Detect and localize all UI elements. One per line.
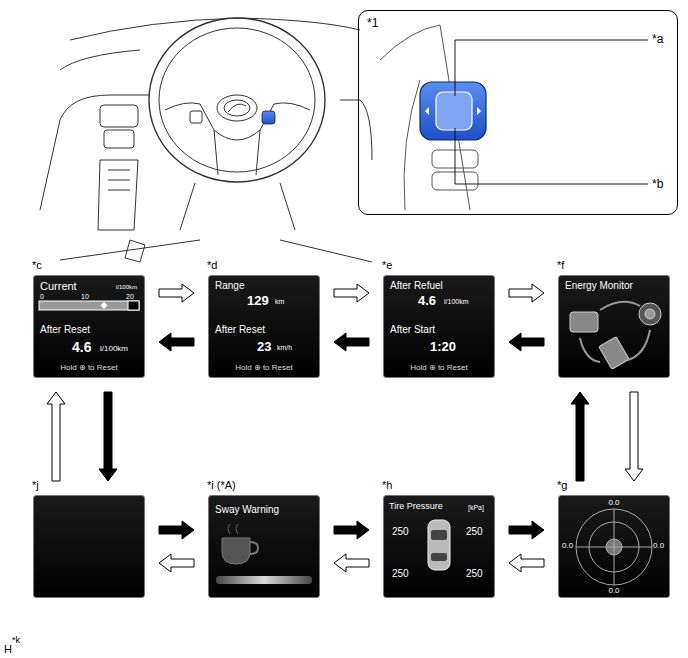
screen-text: km/h [277, 344, 292, 352]
switch-closeup [380, 25, 648, 210]
steering-switch [262, 111, 275, 124]
display-screen: *eAfter Refuel4.6l/100kmAfter Start1:20H… [383, 275, 495, 378]
sway-warning-icon [216, 524, 312, 584]
callout-number: *e [382, 259, 392, 271]
flow-arrow [334, 554, 369, 572]
callout-label: *a [652, 33, 663, 46]
flow-arrow [99, 392, 117, 481]
screen-text: 23 [257, 340, 271, 354]
screen-text: Hold ⊕ to Reset [34, 364, 144, 373]
screen-text: 10 [81, 293, 89, 301]
callout-number: *g [557, 479, 567, 491]
callout-number: *i (*A) [207, 479, 236, 491]
callout-number: *d [207, 259, 217, 271]
g-force-gauge [576, 509, 652, 585]
flow-arrow [509, 554, 544, 572]
callout-number: *j [32, 479, 39, 491]
screen-text: Tire Pressure [389, 502, 443, 512]
screen-text: [kPa] [468, 504, 484, 512]
screen-text: Hold ⊕ to Reset [384, 364, 494, 373]
screen-text: 4.6 [418, 294, 436, 308]
flow-arrow [334, 333, 369, 351]
screen-text: 20 [126, 293, 134, 301]
flow-arrow [334, 521, 369, 539]
flow-arrow [159, 333, 194, 351]
flow-arrow [159, 284, 194, 302]
dashboard-drawing [40, 18, 372, 262]
callout-label: H [4, 643, 12, 655]
screen-text: 250 [392, 568, 409, 579]
flow-arrow [159, 521, 194, 539]
screen-text: 0.0 [559, 499, 669, 508]
flow-arrow [571, 392, 589, 481]
screen-text: 1:20 [430, 340, 456, 354]
screen-text: 129 [247, 294, 269, 308]
display-screen: *j [33, 495, 145, 598]
screen-text: 4.6 [72, 340, 91, 355]
display-screen: *cCurrentl/100km01020After Reset4.6l/100… [33, 275, 145, 378]
flow-arrow [159, 554, 194, 572]
flow-arrow [509, 284, 544, 302]
callout-number: *h [382, 479, 392, 491]
callout-number: *f [557, 259, 564, 271]
fuel-gauge-bar [39, 301, 139, 310]
screen-text: 0.0 [562, 542, 573, 551]
tire-car-icon [428, 520, 450, 570]
screen-text: Sway Warning [215, 504, 279, 515]
screen-text: l/100km [100, 345, 128, 354]
display-screen: *g0.00.00.00.0 [558, 495, 670, 598]
flow-arrow [509, 333, 544, 351]
display-screen: *i (*A)Sway Warning [208, 495, 320, 598]
flow-arrow [509, 521, 544, 539]
screen-text: After Start [390, 324, 435, 335]
screen-text: Range [215, 280, 244, 291]
screen-text: 0.0 [559, 587, 669, 596]
callout-number: *1 [367, 17, 378, 30]
display-screen: *dRange129kmAfter Reset23km/hHold ⊕ to R… [208, 275, 320, 378]
screen-text: Hold ⊕ to Reset [209, 364, 319, 373]
flow-arrow [334, 284, 369, 302]
screen-text: After Reset [215, 324, 265, 335]
screen-text: km [275, 298, 284, 306]
display-screen: *hTire Pressure[kPa]250250250250 [383, 495, 495, 598]
energy-monitor-icon [570, 302, 661, 369]
screen-text: 0 [40, 293, 44, 301]
flow-arrow [47, 392, 65, 481]
screen-text: Current [40, 280, 77, 292]
screen-text: l/100km [444, 298, 469, 306]
screen-text: 250 [392, 526, 409, 537]
flow-arrow [625, 392, 643, 481]
screen-text: 0.0 [653, 542, 664, 551]
callout-number: *c [32, 259, 42, 271]
screen-text: After Refuel [390, 280, 443, 291]
callout-inset: *1 [358, 10, 678, 215]
screen-text: 250 [466, 568, 483, 579]
callout-label: *b [652, 178, 663, 191]
callout-label: *k [12, 636, 20, 646]
screen-text: After Reset [40, 324, 90, 335]
display-screen: *fEnergy Monitor [558, 275, 670, 378]
screen-text: 250 [466, 526, 483, 537]
screen-text: Energy Monitor [565, 280, 633, 291]
screen-text: l/100km [116, 284, 137, 291]
